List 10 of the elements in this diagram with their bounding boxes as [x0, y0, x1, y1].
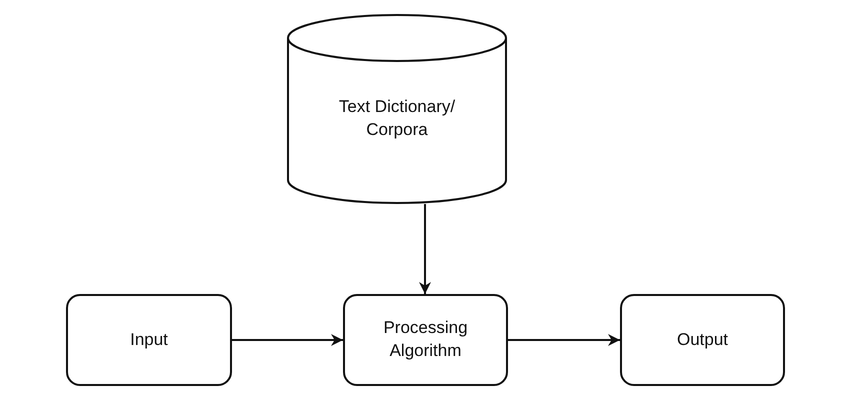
- process-box: [343, 294, 508, 386]
- node-label: Processing Algorithm: [382, 317, 469, 362]
- node-label: Output: [676, 328, 728, 351]
- arrow: [508, 334, 620, 346]
- arrow: [419, 204, 431, 294]
- process-box: [66, 294, 232, 386]
- process-box: [620, 294, 785, 386]
- node-label: Input: [130, 328, 168, 351]
- arrow: [232, 334, 343, 346]
- node-label: Text Dictionary/ Corpora: [338, 96, 456, 141]
